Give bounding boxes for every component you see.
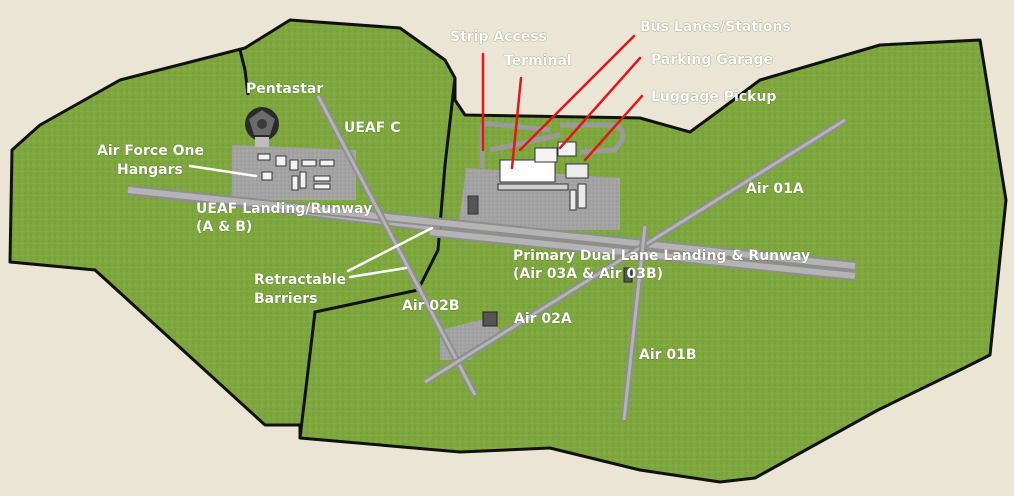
pointer-af1-hangars [188,164,258,178]
label-ueaf-runway-line1: UEAF Landing/Runway [196,201,373,217]
label-ueaf-c: UEAF C [344,120,401,136]
pointer-barrier-1 [346,226,434,273]
label-primary-line1: Primary Dual Lane Landing & Runway [513,248,811,264]
label-bus-lanes: Bus Lanes/Stations [640,19,791,35]
label-air-02b: Air 02B [402,298,460,314]
label-air-01a: Air 01A [746,181,804,197]
boundary-lines [238,49,457,439]
pointer-bus-lanes [518,34,636,152]
label-terminal: Terminal [504,53,572,69]
label-luggage-pickup: Luggage Pickup [651,89,777,105]
label-air-01b: Air 01B [639,347,697,363]
label-retractable-line1: Retractable [254,272,347,288]
label-strip-access: Strip Access [450,29,547,45]
label-af1-line2: Hangars [117,162,183,178]
pointer-lines [188,34,644,279]
terminal-buildings [467,141,589,215]
af1-hangar-buildings [257,153,335,191]
label-pentastar: Pentastar [246,81,324,97]
label-primary-line2: (Air 03A & Air 03B) [513,266,664,282]
af1-apron [232,145,356,200]
label-retractable-line2: Barriers [254,291,318,307]
pointer-barrier-2 [348,266,408,279]
air02-hangar [482,311,498,327]
label-parking-garage: Parking Garage [651,52,774,68]
grass-land [8,18,1008,484]
air01b-structure [623,267,633,283]
pointer-luggage-pickup [583,94,644,162]
label-ueaf-runway-line2: (A & B) [196,219,253,235]
label-af1-line1: Air Force One [97,143,204,159]
pointer-parking-garage [558,56,642,150]
pentastar-building [245,107,279,147]
pointer-terminal [510,76,523,170]
label-air-02a: Air 02A [514,311,572,327]
